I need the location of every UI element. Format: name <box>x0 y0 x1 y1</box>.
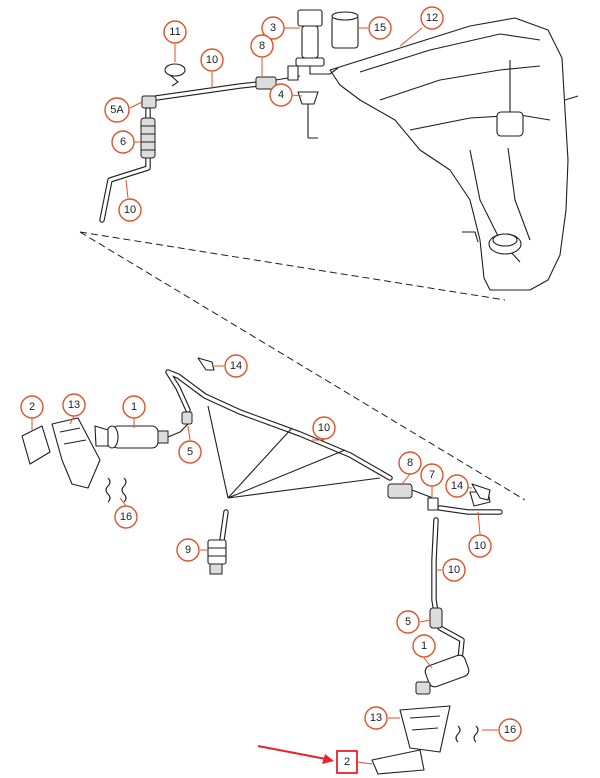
left-nozzle-cover <box>21 425 51 465</box>
left-nozzle-bracket <box>51 417 101 489</box>
left-springs <box>105 477 127 503</box>
svg-text:10: 10 <box>448 564 460 576</box>
callout-10-right-b[interactable]: 10 <box>442 558 466 582</box>
callout-16-left[interactable]: 16 <box>114 505 138 529</box>
svg-text:13: 13 <box>370 712 382 724</box>
svg-text:16: 16 <box>504 724 516 736</box>
lower-hose-network <box>165 369 503 663</box>
pump-seal-cap <box>331 11 359 49</box>
callout-10-mid[interactable]: 10 <box>312 416 336 440</box>
svg-text:16: 16 <box>120 511 132 523</box>
svg-text:1: 1 <box>421 640 427 652</box>
callout-1-left[interactable]: 1 <box>122 395 146 419</box>
svg-text:10: 10 <box>124 204 136 216</box>
svg-text:8: 8 <box>259 40 265 52</box>
svg-text:5: 5 <box>405 616 411 628</box>
right-nozzle-bracket <box>399 705 451 753</box>
callout-7[interactable]: 7 <box>420 463 444 487</box>
svg-text:10: 10 <box>318 422 330 434</box>
callout-2-left[interactable]: 2 <box>20 395 44 419</box>
callout-6[interactable]: 6 <box>111 130 135 154</box>
red-arrow-icon <box>257 745 334 764</box>
callout-16-right[interactable]: 16 <box>498 718 522 742</box>
upper-hose-assembly <box>99 65 319 223</box>
callout-15[interactable]: 15 <box>368 16 392 40</box>
svg-text:6: 6 <box>120 136 126 148</box>
callout-14-mid[interactable]: 14 <box>224 354 248 378</box>
svg-text:9: 9 <box>185 544 191 556</box>
svg-text:10: 10 <box>474 540 486 552</box>
callouts: 11 3 15 12 8 10 5A 4 6 10 14 2 13 1 5 10… <box>20 6 522 768</box>
svg-text:5A: 5A <box>110 104 124 116</box>
svg-text:12: 12 <box>426 12 438 24</box>
callout-10-left[interactable]: 10 <box>118 198 142 222</box>
svg-text:3: 3 <box>270 22 276 34</box>
right-elbow-fitting <box>429 607 443 629</box>
svg-text:10: 10 <box>206 54 218 66</box>
callout-5a[interactable]: 5A <box>104 97 130 123</box>
callout-2-bottom[interactable]: 2 <box>344 756 350 768</box>
svg-text:2: 2 <box>344 756 350 768</box>
svg-text:13: 13 <box>68 399 80 411</box>
callout-10-right-a[interactable]: 10 <box>468 534 492 558</box>
svg-text:5: 5 <box>187 446 193 458</box>
svg-text:15: 15 <box>374 22 386 34</box>
callout-9[interactable]: 9 <box>176 538 200 562</box>
callout-8-top[interactable]: 8 <box>250 34 274 58</box>
right-nozzle-cover <box>371 749 425 775</box>
washer-fluid-reservoir <box>329 17 579 291</box>
left-washer-pump <box>94 411 193 449</box>
connection-dashed-line <box>79 231 526 501</box>
callout-12[interactable]: 12 <box>420 6 444 30</box>
right-washer-pump <box>415 654 470 695</box>
callout-1-right[interactable]: 1 <box>412 634 436 658</box>
callout-4[interactable]: 4 <box>269 83 293 107</box>
hose-holder-clip <box>197 357 215 371</box>
right-springs <box>455 725 479 743</box>
svg-text:14: 14 <box>451 480 463 492</box>
callout-10-top[interactable]: 10 <box>200 48 224 72</box>
highlight-box <box>336 750 358 774</box>
callout-5-right[interactable]: 5 <box>396 610 420 634</box>
wiring-connector <box>207 539 227 575</box>
callout-14-right[interactable]: 14 <box>445 474 469 498</box>
svg-text:8: 8 <box>407 457 413 469</box>
callout-5-mid[interactable]: 5 <box>178 440 202 464</box>
callout-3[interactable]: 3 <box>261 16 285 40</box>
svg-text:1: 1 <box>131 401 137 413</box>
callout-8-right[interactable]: 8 <box>398 451 422 475</box>
upper-washer-pump <box>295 9 339 75</box>
callout-11[interactable]: 11 <box>163 20 187 44</box>
svg-text:7: 7 <box>429 469 435 481</box>
svg-text:14: 14 <box>230 360 242 372</box>
svg-text:11: 11 <box>169 26 180 38</box>
svg-text:2: 2 <box>29 401 35 413</box>
hose-clip <box>164 63 186 87</box>
svg-text:4: 4 <box>278 89 284 101</box>
callout-13-left[interactable]: 13 <box>62 393 86 417</box>
hose-holder-clip-right <box>471 483 491 501</box>
callout-13-right[interactable]: 13 <box>364 706 388 730</box>
